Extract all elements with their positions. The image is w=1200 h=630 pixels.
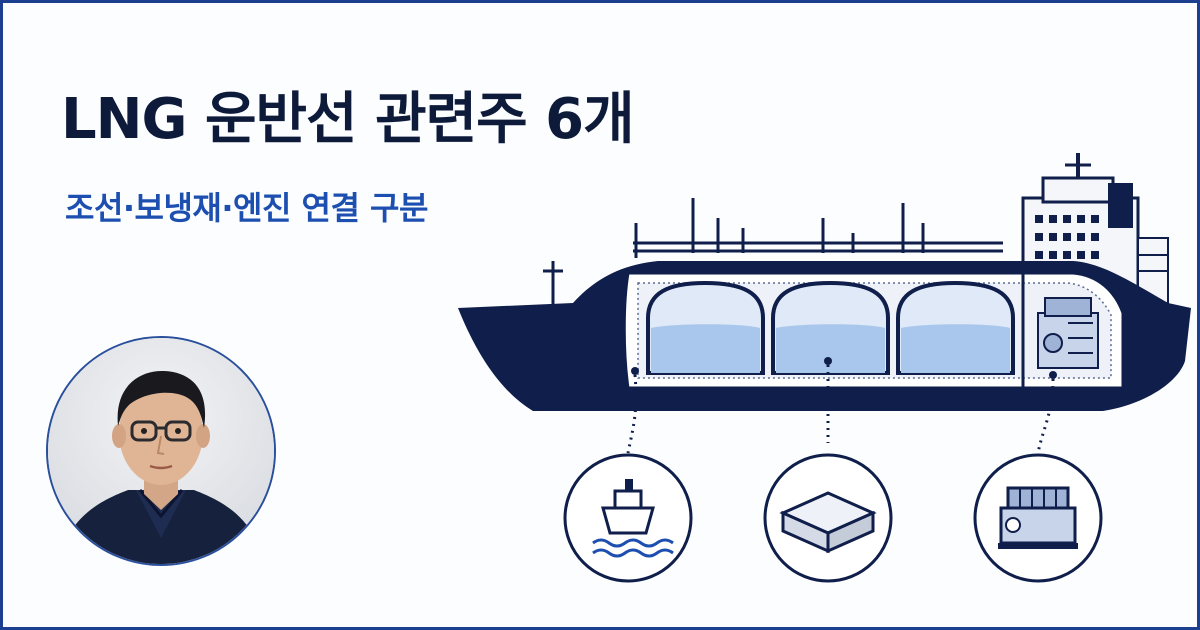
insulation-block-icon [763,453,893,583]
lng-tanks [646,280,1015,375]
engine-icon [973,453,1103,583]
engine-room [1021,273,1099,388]
page-title: LNG 운반선 관련주 6개 [61,87,635,152]
avatar [46,336,276,566]
ship-icon [563,453,693,583]
connector-lines [626,357,1057,454]
lng-carrier-illustration [443,143,1197,593]
page-subtitle: 조선·보냉재·엔진 연결 구분 [65,189,428,227]
person-portrait [48,338,274,564]
deck-piping [543,198,1003,308]
